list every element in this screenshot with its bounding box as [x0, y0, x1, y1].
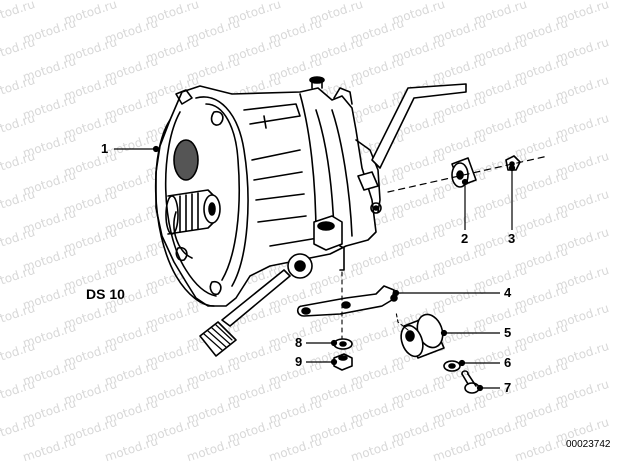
callout-1: 1 — [101, 141, 109, 156]
model-label: DS 10 — [86, 286, 125, 302]
callout-5: 5 — [504, 325, 512, 340]
callout-4: 4 — [504, 285, 512, 300]
bearing-sleeve — [395, 311, 445, 359]
diagram-id: 00023742 — [566, 439, 611, 450]
gearbox-housing — [154, 76, 467, 307]
washer-part-6 — [443, 360, 461, 372]
callout-9: 9 — [295, 354, 303, 369]
link-arm — [296, 271, 398, 341]
callout-8: 8 — [295, 335, 303, 350]
callout-7: 7 — [504, 380, 512, 395]
callout-2: 2 — [461, 231, 469, 246]
nut-part-9 — [333, 353, 353, 371]
screw-part-7 — [461, 370, 480, 394]
leader-lines — [114, 145, 516, 392]
shift-lever — [199, 253, 313, 357]
callout-3: 3 — [508, 231, 516, 246]
callout-6: 6 — [504, 355, 512, 370]
